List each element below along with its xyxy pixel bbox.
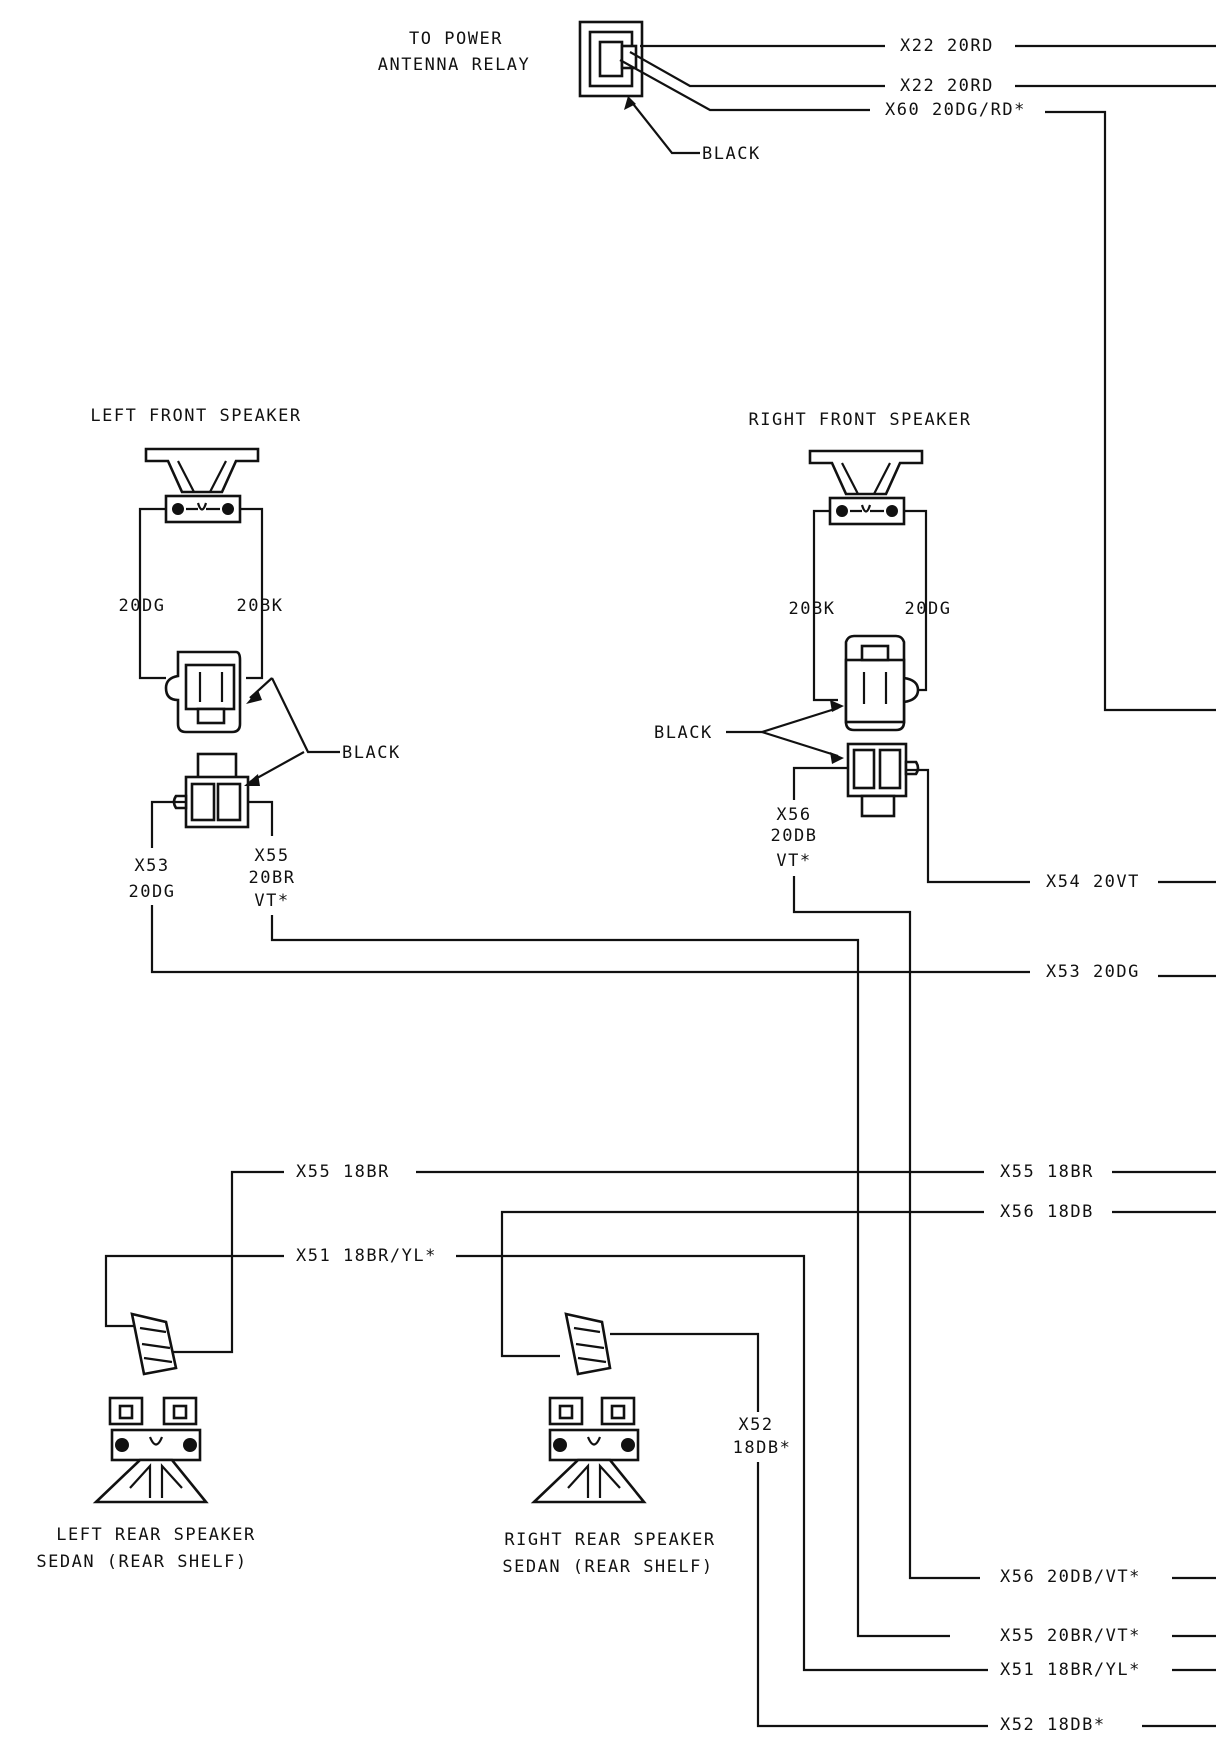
lf-x55-line1: X55 (254, 846, 289, 866)
wire-x60-left (619, 59, 870, 112)
x52-vert-line2: 18DB* (733, 1438, 792, 1458)
right-front-speaker-connector (844, 634, 920, 732)
wire-label-x55-20br: X55 20BR/VT* (1000, 1626, 1141, 1646)
wire-label-x55-left: X55 18BR (296, 1162, 390, 1182)
right-front-harness-connector (846, 742, 920, 818)
wire-x53-main (150, 905, 1030, 974)
wire-label-x55-18br: X55 18BR (1000, 1162, 1094, 1182)
left-front-connector-color: BLACK (342, 743, 401, 763)
wire-label-x56-20db: X56 20DB/VT* (1000, 1567, 1141, 1587)
antenna-title-2: ANTENNA RELAY (378, 55, 531, 75)
antenna-relay-connector (578, 20, 644, 98)
rf-x56-line3: VT* (776, 851, 811, 871)
wire-label-x51-left: X51 18BR/YL* (296, 1246, 437, 1266)
left-front-wire-20dg (138, 507, 166, 680)
left-front-harness-connector (172, 752, 250, 829)
arrow-head (246, 690, 262, 704)
right-front-speaker-icon (808, 449, 924, 526)
arrow-head (244, 774, 260, 786)
wire-x56-20db (792, 876, 980, 1580)
right-front-x56-stub (792, 766, 848, 800)
arrow-head (830, 752, 844, 764)
left-front-speaker-title: LEFT FRONT SPEAKER (90, 406, 301, 426)
left-front-x55-stub (248, 800, 274, 836)
left-front-speaker-connector (164, 650, 242, 734)
wire-x56-18db-main (500, 1210, 984, 1358)
right-front-wire-20bk (812, 509, 838, 702)
arrow-shaft (761, 730, 839, 758)
left-front-speaker-icon (144, 447, 260, 524)
right-front-connector-color: BLACK (654, 723, 713, 743)
right-front-label-20dg: 20DG (905, 599, 952, 619)
wire-x51-main (456, 1254, 988, 1672)
wire-label-x22-a: X22 20RD (900, 36, 994, 56)
arrow-head (624, 96, 636, 110)
left-rear-title-1: LEFT REAR SPEAKER (56, 1525, 256, 1545)
arrow-shaft (249, 751, 305, 783)
left-rear-speaker-icon (92, 1396, 209, 1504)
wire-label-x56-18db: X56 18DB (1000, 1202, 1094, 1222)
lf-x53-line2: 20DG (129, 882, 176, 902)
right-rear-speaker-icon (530, 1396, 647, 1504)
left-front-x53-stub (150, 800, 186, 848)
right-rear-terminal-plug (564, 1312, 612, 1376)
wire-x60-right (1045, 110, 1216, 712)
right-rear-title-1: RIGHT REAR SPEAKER (504, 1530, 715, 1550)
wire-label-x54: X54 20VT (1046, 872, 1140, 892)
right-front-label-20bk: 20BK (789, 599, 836, 619)
left-rear-title-2: SEDAN (REAR SHELF) (36, 1552, 247, 1572)
wire-x54 (906, 768, 1030, 884)
antenna-connector-color: BLACK (702, 144, 761, 164)
arrow-shaft (249, 677, 273, 699)
antenna-title-1: TO POWER (409, 29, 503, 49)
rf-x56-line1: X56 (776, 805, 811, 825)
right-rear-title-2: SEDAN (REAR SHELF) (502, 1557, 713, 1577)
left-front-label-20bk: 20BK (237, 596, 284, 616)
wire-x51-left (104, 1254, 284, 1328)
arrow-head (830, 700, 844, 712)
left-front-wire-20bk (240, 507, 264, 680)
lf-x53-line1: X53 (134, 856, 169, 876)
wire-x55-18br-left (170, 1170, 284, 1354)
wire-x55-20br (270, 915, 950, 1638)
wire-x22-b-left (629, 51, 885, 88)
wire-label-x22-b: X22 20RD (900, 76, 994, 96)
right-front-black-leader (726, 706, 839, 734)
rf-x56-line2: 20DB (771, 826, 818, 846)
wire-label-x60: X60 20DG/RD* (885, 100, 1026, 120)
wire-x52-top (610, 1332, 760, 1412)
left-front-label-20dg: 20DG (119, 596, 166, 616)
left-front-black-leader (271, 677, 340, 754)
x52-vert-line1: X52 (738, 1415, 773, 1435)
wire-label-x52: X52 18DB* (1000, 1715, 1106, 1735)
lf-x55-line2: 20BR (249, 868, 296, 888)
lf-x55-line3: VT* (254, 891, 289, 911)
wire-label-x51: X51 18BR/YL* (1000, 1660, 1141, 1680)
antenna-black-leader (629, 99, 700, 155)
right-front-speaker-title: RIGHT FRONT SPEAKER (749, 410, 972, 430)
wire-label-x53: X53 20DG (1046, 962, 1140, 982)
wire-x52-bottom (756, 1462, 988, 1728)
left-rear-terminal-plug (130, 1312, 178, 1376)
